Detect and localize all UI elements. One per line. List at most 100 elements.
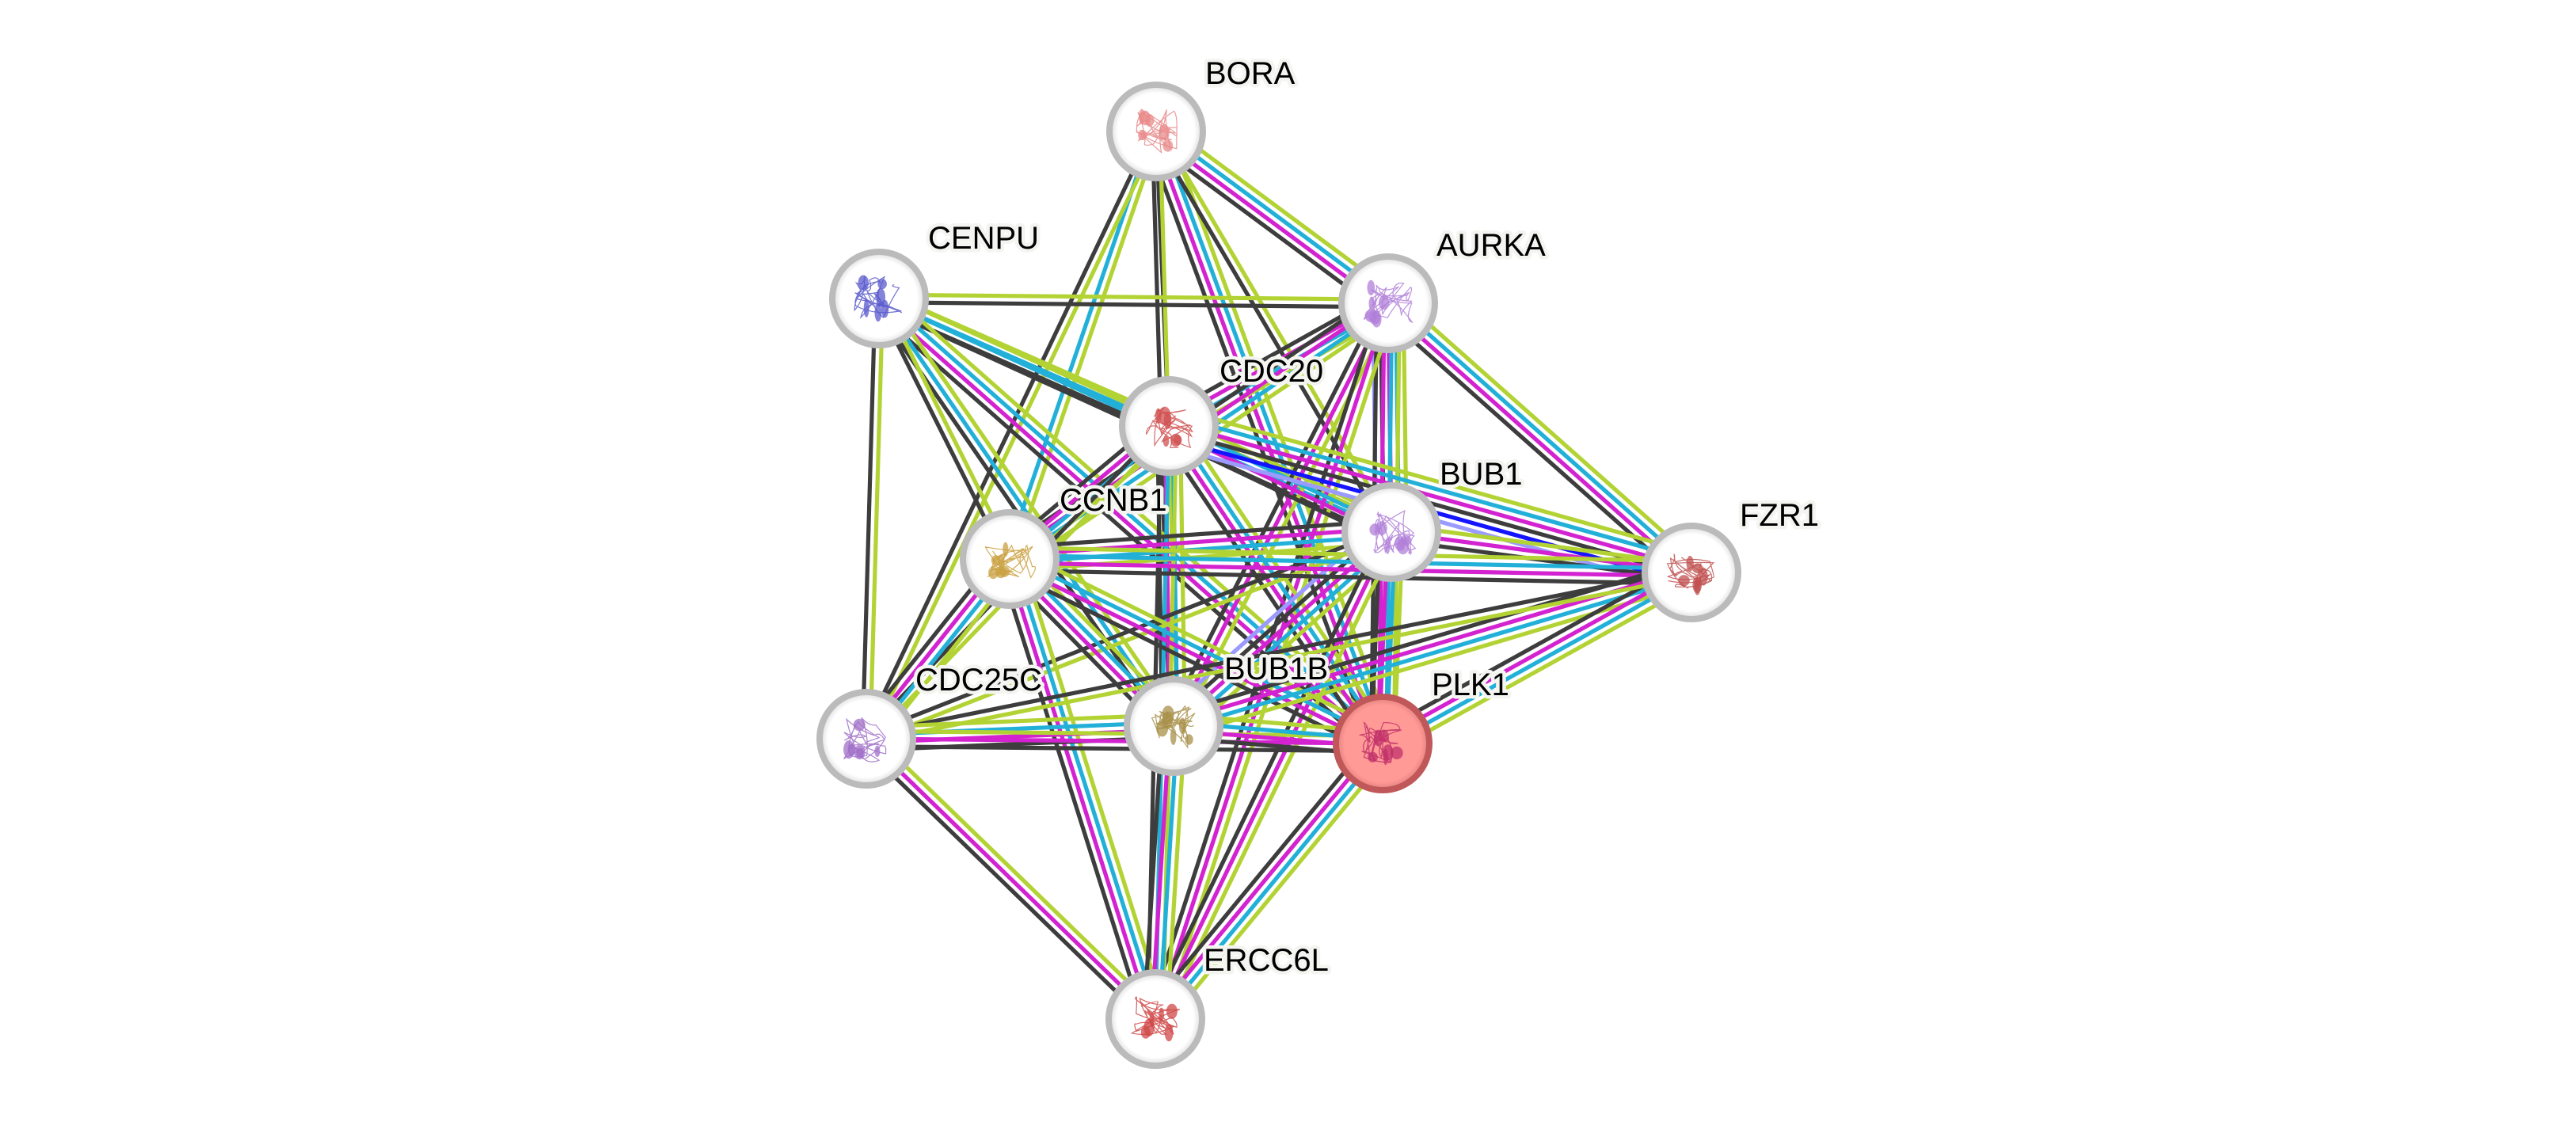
node-ccnb1[interactable] — [960, 509, 1060, 609]
edge-evidence-coexpression — [866, 744, 1383, 754]
edge-evidence-database — [1389, 299, 1695, 572]
protein-structure-icon — [1369, 510, 1417, 555]
edge-evidence-database — [1174, 574, 1694, 732]
edge-evidence-database — [1010, 553, 1692, 571]
edge-evidence-experiments — [866, 736, 1383, 746]
protein-structure-icon — [1136, 108, 1178, 154]
edge-evidence-coexpression — [1157, 431, 1376, 751]
edge-evidence-textmining — [1173, 405, 1698, 557]
edge-fzr1-plk1[interactable] — [1376, 561, 1699, 755]
edge-evidence-database — [1010, 553, 1386, 743]
node-label-ccnb1: CCNB1 — [1060, 483, 1167, 518]
node-bub1[interactable] — [1341, 482, 1441, 582]
edge-evidence-coexpression — [996, 561, 1147, 1024]
node-circle[interactable] — [816, 689, 916, 789]
edge-evidence-database — [1156, 744, 1387, 1023]
edge-evidence-coexpression — [1144, 735, 1376, 1013]
edge-evidence-textmining — [869, 732, 1162, 1015]
edge-evidence-textmining — [1157, 128, 1397, 531]
node-label-bub1: BUB1 — [1440, 457, 1523, 492]
edge-evidence-experiments — [875, 299, 1382, 748]
protein-structure-icon — [843, 717, 887, 762]
edge-evidence-textmining — [1176, 581, 1695, 740]
protein-structure-icon — [1666, 553, 1715, 595]
edge-evidence-database — [880, 294, 1387, 743]
edge-evidence-textmining — [1387, 580, 1699, 755]
edge-fzr1-cdc25c[interactable] — [865, 566, 1693, 745]
protein-structure-icon — [1151, 705, 1196, 749]
edge-evidence-experiments — [1384, 304, 1691, 577]
edge-evidence-experiments — [1153, 530, 1394, 1021]
node-fzr1[interactable] — [1642, 523, 1741, 622]
edge-evidence-textmining — [1018, 554, 1169, 1017]
edge-evidence-textmining — [1011, 131, 1162, 561]
edge-evidence-textmining — [885, 288, 1392, 737]
edge-evidence-coexpression — [865, 566, 1691, 737]
edge-evidence-textmining — [868, 299, 885, 740]
node-label-fzr1: FZR1 — [1740, 498, 1819, 533]
node-cdc25c[interactable] — [816, 689, 916, 789]
edge-evidence-experiments — [865, 737, 1157, 1021]
edge-cenpu-cdc25c[interactable] — [860, 298, 885, 740]
protein-structure-icon — [854, 275, 903, 322]
edge-ccnb1-fzr1[interactable] — [1009, 546, 1692, 586]
edge-evidence-textmining — [866, 574, 1693, 745]
edge-evidence-textmining — [867, 131, 1162, 742]
node-circle[interactable] — [1341, 482, 1441, 582]
edge-evidence-coexpression — [861, 128, 1155, 739]
edge-evidence-experiments — [1006, 560, 1383, 749]
nodes-layer — [816, 82, 1741, 1069]
edge-ccnb1-ercc6l[interactable] — [996, 554, 1169, 1024]
edge-evidence-textmining — [883, 293, 1182, 724]
edge-evidence-experiments — [1009, 561, 1691, 579]
edge-evidence-textmining — [1164, 726, 1187, 1021]
edge-bub1-ercc6l[interactable] — [1147, 527, 1400, 1024]
edge-evidence-experiments — [1151, 740, 1382, 1018]
protein-structure-icon — [1145, 406, 1193, 449]
edge-evidence-coexpression — [1008, 519, 1391, 550]
edge-evidence-experiments — [1163, 427, 1382, 747]
protein-structure-icon — [1130, 996, 1181, 1042]
edge-evidence-textmining — [1394, 293, 1701, 566]
edge-evidence-experiments — [1003, 559, 1154, 1021]
edge-cenpu-aurka[interactable] — [878, 292, 1389, 310]
edge-plk1-ercc6l[interactable] — [1144, 735, 1394, 1028]
edge-evidence-coexpression — [860, 298, 877, 739]
edge-evidence-coexpression — [1151, 132, 1391, 535]
edge-bora-bub1[interactable] — [1151, 128, 1397, 535]
edge-ccnb1-plk1[interactable] — [1003, 546, 1389, 756]
edge-evidence-experiments — [1379, 567, 1691, 743]
edge-evidence-database — [1383, 573, 1695, 749]
edge-evidence-coexpression — [878, 300, 1389, 310]
edge-evidence-coexpression — [1147, 527, 1387, 1017]
node-label-aurka: AURKA — [1436, 228, 1546, 263]
node-label-ercc6l: ERCC6L — [1204, 943, 1329, 978]
edge-evidence-textmining — [878, 292, 1389, 302]
node-label-bora: BORA — [1205, 56, 1296, 91]
edge-evidence-textmining — [1162, 749, 1394, 1028]
edge-evidence-experiments — [1169, 420, 1694, 571]
edge-evidence-database — [1171, 413, 1695, 564]
node-label-cdc25c: CDC25C — [915, 663, 1042, 698]
protein-structure-icon — [1359, 721, 1403, 766]
protein-structure-icon — [1363, 279, 1414, 328]
edge-evidence-database — [1011, 557, 1162, 1019]
node-label-cdc20: CDC20 — [1220, 354, 1323, 389]
node-label-plk1: PLK1 — [1432, 667, 1509, 702]
node-cenpu[interactable] — [829, 249, 929, 348]
protein-structure-icon — [984, 542, 1037, 580]
edge-cdc25c-ercc6l[interactable] — [859, 732, 1162, 1026]
node-bora[interactable] — [1106, 82, 1206, 181]
node-label-bub1b: BUB1B — [1224, 652, 1328, 686]
node-cdc20[interactable] — [1119, 376, 1219, 476]
node-bub1b[interactable] — [1124, 676, 1223, 776]
edge-evidence-textmining — [1160, 534, 1400, 1024]
edge-evidence-textmining — [866, 713, 1174, 730]
edge-bora-cdc25c[interactable] — [861, 128, 1162, 742]
node-plk1[interactable] — [1333, 694, 1433, 793]
node-aurka[interactable] — [1338, 253, 1438, 353]
node-ercc6l[interactable] — [1105, 969, 1205, 1069]
edge-evidence-experiments — [1151, 131, 1381, 746]
